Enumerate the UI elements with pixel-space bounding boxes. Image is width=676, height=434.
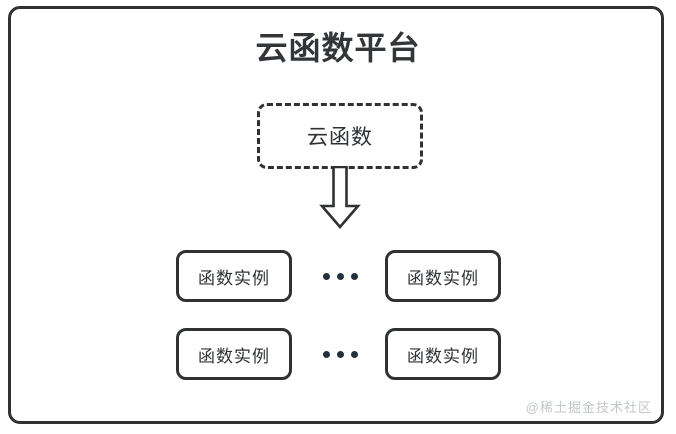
down-block-arrow-icon <box>318 165 362 232</box>
ellipsis-dot <box>350 350 358 358</box>
function-instance-node: 函数实例 <box>385 328 501 380</box>
cloud-function-label: 云函数 <box>307 126 373 149</box>
function-instance-node: 函数实例 <box>385 250 501 302</box>
function-instance-node: 函数实例 <box>176 250 292 302</box>
ellipsis-dot <box>322 350 330 358</box>
function-instance-label: 函数实例 <box>198 346 270 366</box>
instance-row: 函数实例 函数实例 <box>0 250 676 302</box>
ellipsis-dot <box>336 272 344 280</box>
function-instance-label: 函数实例 <box>407 268 479 288</box>
function-instance-label: 函数实例 <box>198 268 270 288</box>
function-instance-label: 函数实例 <box>407 346 479 366</box>
ellipsis-indicator <box>310 328 370 380</box>
cloud-function-node: 云函数 <box>257 103 423 169</box>
watermark-text: @稀土掘金技术社区 <box>525 400 652 415</box>
ellipsis-dot <box>322 272 330 280</box>
ellipsis-dot <box>350 272 358 280</box>
ellipsis-dot <box>336 350 344 358</box>
function-instance-node: 函数实例 <box>176 328 292 380</box>
page-title: 云函数平台 <box>255 30 421 66</box>
instance-row: 函数实例 函数实例 <box>0 328 676 380</box>
ellipsis-indicator <box>310 250 370 302</box>
